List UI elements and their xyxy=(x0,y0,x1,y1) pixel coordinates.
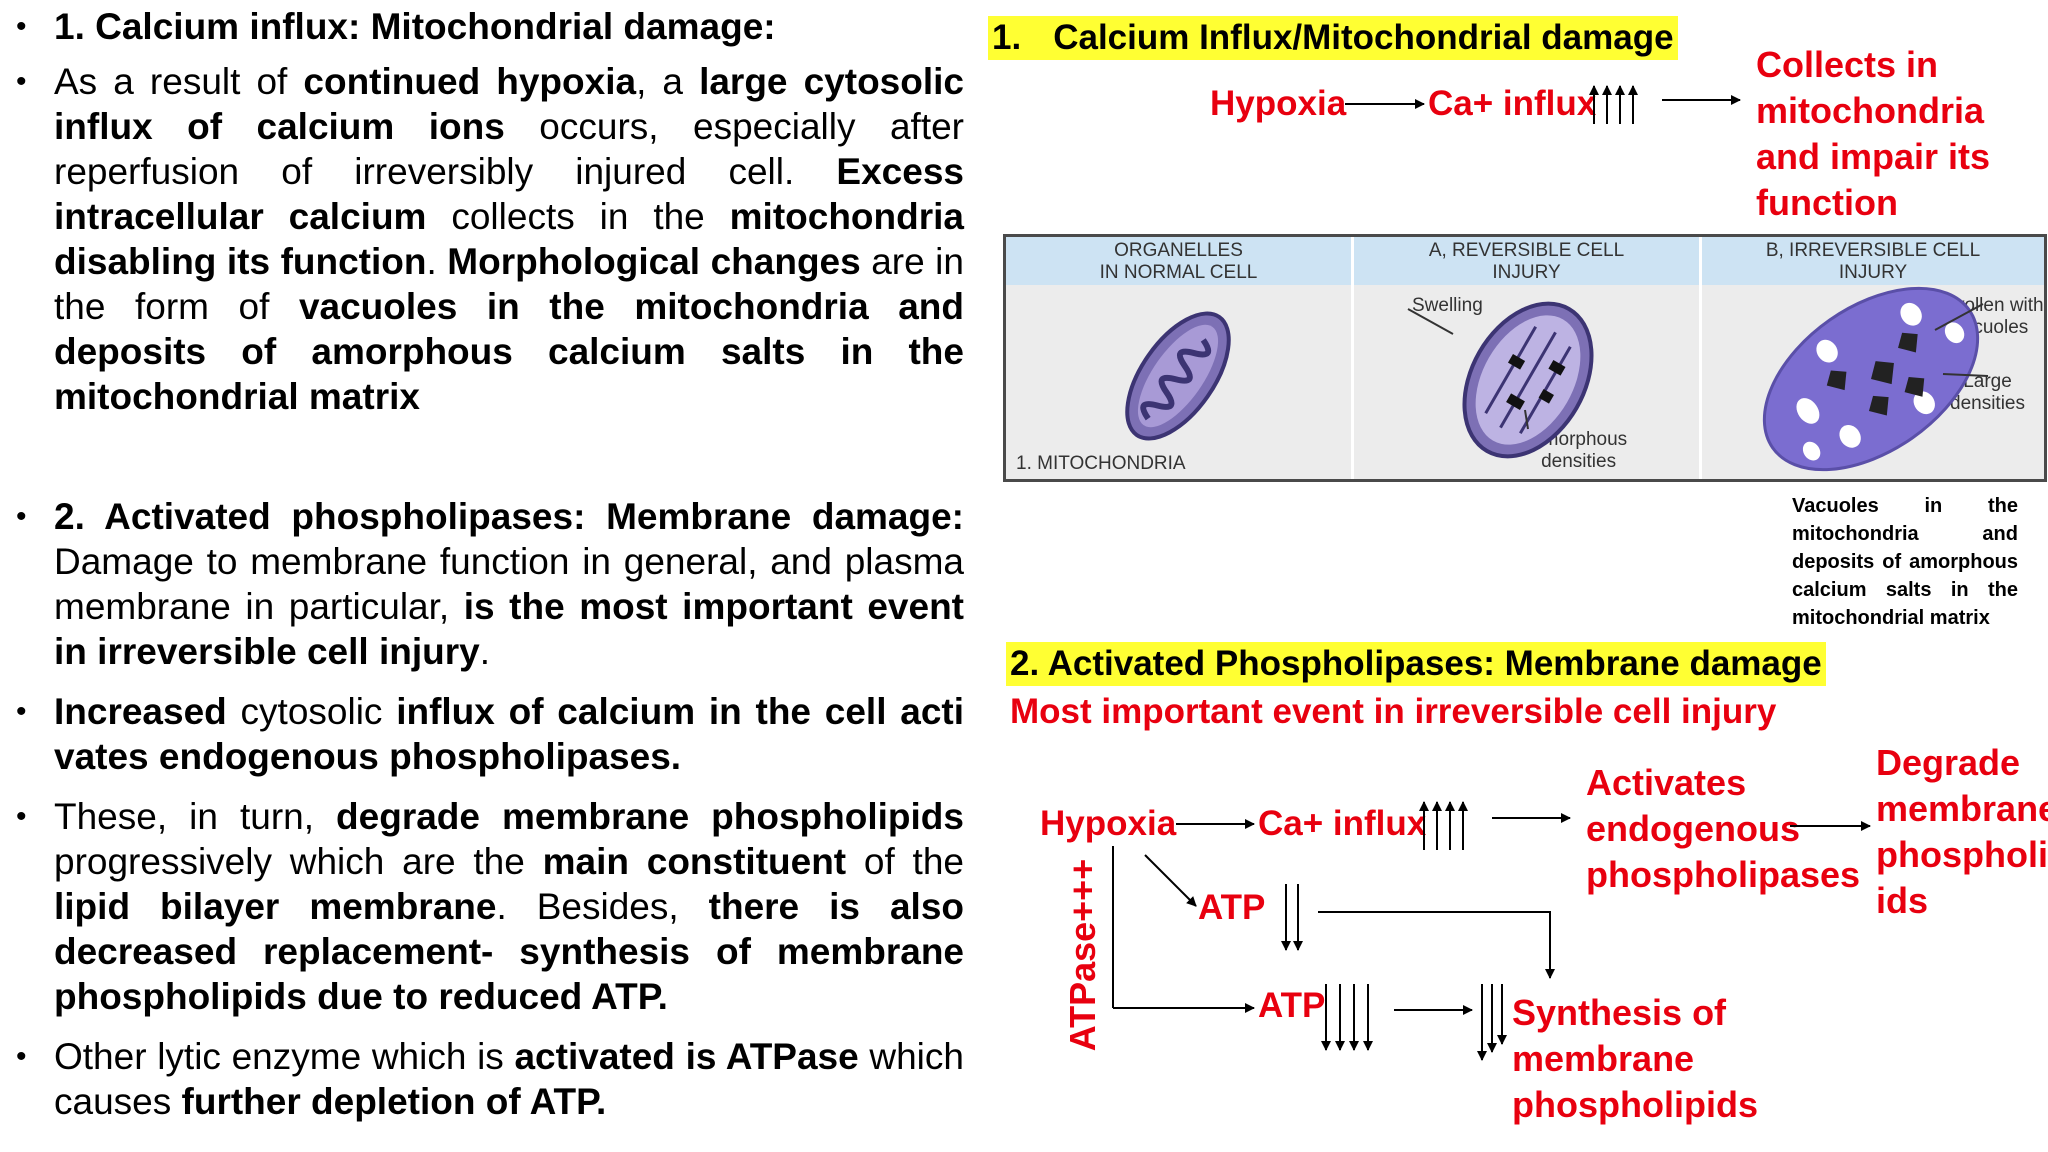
irreversible-mitochondrion xyxy=(1762,286,1980,472)
normal-mitochondrion xyxy=(1125,311,1231,441)
bullet-atpase: Other lytic enzyme which is activated is… xyxy=(14,1034,964,1124)
mitochondria-drawings xyxy=(1125,286,1989,472)
mitochondria-caption: Vacuoles in the mitochondria and deposit… xyxy=(1792,495,2018,629)
diagram2-hypoxia: Hypoxia xyxy=(1040,804,1177,843)
subheading-most-important: Most important event in irreversible cel… xyxy=(1010,692,1777,731)
bullet-increased-influx: Increased cytosolic influx of calcium in… xyxy=(14,689,964,779)
diagram1-hypoxia: Hypoxia xyxy=(1210,84,1347,123)
diagram1-arrows xyxy=(1345,85,1741,124)
bullet-calcium-influx-body: As a result of continued hypoxia, a larg… xyxy=(14,59,964,419)
diagram1-ca-influx: Ca+ influx xyxy=(1428,84,1597,123)
diagram1-collects-text: Collects in mitochondria and impair its … xyxy=(1756,44,1991,223)
bullet-phospholipases: 2. Activated phospholipases: Membrane da… xyxy=(14,494,964,674)
diagram2-synthesis-text: Synthesis of membrane phospholipids xyxy=(1512,992,1758,1125)
swelling-label: Swelling xyxy=(1412,295,1483,316)
diagram2-ca-influx: Ca+ influx xyxy=(1258,804,1427,843)
diagram2-activates-text: Activates endogenous phospholipases xyxy=(1586,762,1861,895)
mitochondria-label: 1. MITOCHONDRIA xyxy=(1016,453,1186,474)
bullet-calcium-influx-title: 1. Calcium influx: Mitochondrial damage: xyxy=(14,4,964,49)
diagram2-degrade-text: Degrade membrane phospholip ids xyxy=(1876,742,2048,921)
diagram2-atp-second: ATP xyxy=(1258,986,1326,1025)
left-text-column: 1. Calcium influx: Mitochondrial damage:… xyxy=(14,4,964,1124)
bullet-degrade-phospholipids: These, in turn, degrade membrane phospho… xyxy=(14,794,964,1019)
swollen-mitochondrion xyxy=(1462,301,1594,459)
heading-phospholipases: 2. Activated Phospholipases: Membrane da… xyxy=(1006,642,1826,686)
diagram2-arrows xyxy=(1112,801,1871,1061)
heading-calcium-influx: 1.Calcium Influx/Mitochondrial damage xyxy=(988,16,1678,60)
diagram2-atp-first: ATP xyxy=(1198,888,1266,927)
